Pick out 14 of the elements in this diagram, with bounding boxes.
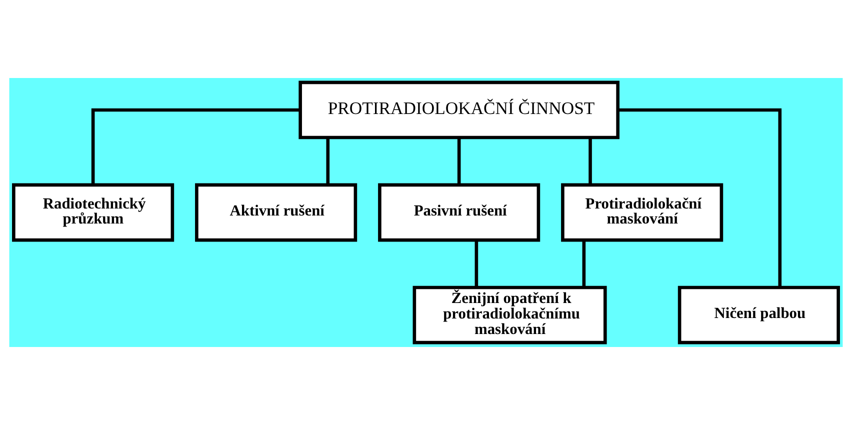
node-box: Protiradiolokační maskování [561, 183, 724, 242]
connector [582, 240, 586, 288]
node-box: Radiotechnický průzkum [12, 183, 174, 242]
connector [474, 240, 478, 288]
node-box: PROTIRADIOLOKAČNÍ ČINNOST [298, 80, 620, 140]
node-box: Aktivní rušení [195, 183, 358, 242]
connector [588, 138, 592, 185]
connector [618, 108, 782, 288]
connector [326, 138, 330, 185]
node-box: Ničení palbou [678, 286, 840, 344]
connector [91, 108, 300, 184]
node-box: Pasivní rušení [378, 183, 540, 242]
node-box: Ženijní opatření k protiradiolokačnímu maskování [412, 286, 607, 344]
connector [457, 138, 461, 185]
